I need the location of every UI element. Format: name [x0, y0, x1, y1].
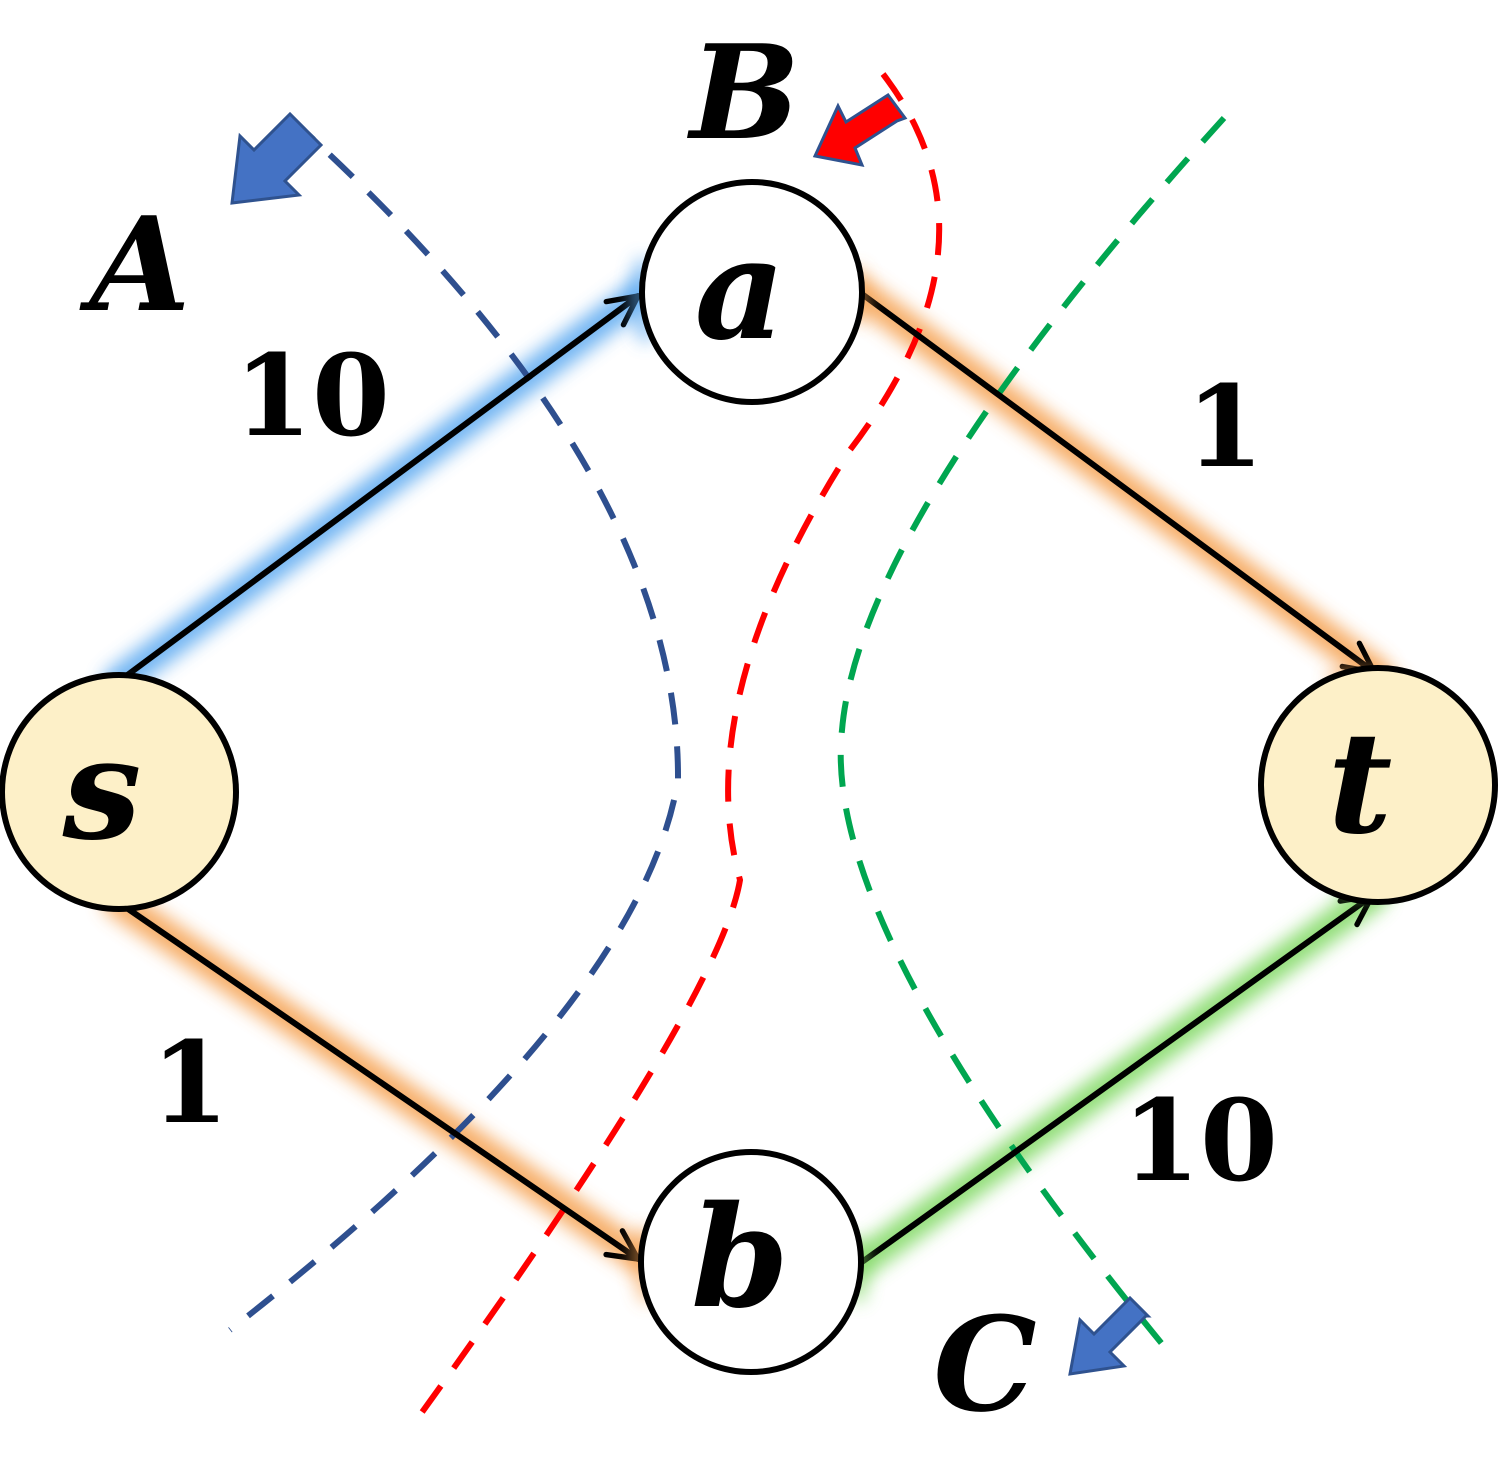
node-s	[0, 672, 239, 912]
nodes	[0, 179, 1498, 1375]
edge-a-t	[859, 291, 1377, 675]
node-t-label: t	[1328, 702, 1393, 866]
edge-b-t	[859, 893, 1375, 1265]
cut-b-line	[417, 72, 943, 1417]
cut-arrows	[230, 92, 1152, 1376]
cut-c-arrow-icon	[1068, 1295, 1152, 1376]
edge-a-t-weight: 1	[1186, 362, 1264, 493]
node-a-label: a	[695, 208, 786, 372]
cut-lines	[228, 72, 1227, 1417]
node-a	[639, 179, 865, 405]
edges	[115, 291, 1377, 1265]
cut-a-line	[228, 115, 682, 1333]
cut-c-line	[837, 115, 1227, 1358]
cut-b-label: B	[686, 16, 800, 169]
node-b-label: b	[691, 1176, 789, 1340]
cut-a-arrow-icon	[230, 111, 324, 205]
cut-a-label: A	[79, 188, 191, 341]
cut-c-label: C	[933, 1288, 1036, 1441]
node-t	[1258, 665, 1498, 905]
edge-s-a-weight: 10	[234, 331, 390, 462]
node-labels: s a b t	[62, 208, 1393, 1340]
cut-labels: A B C	[79, 16, 1037, 1441]
edge-weights: 10 1 1 10	[151, 331, 1278, 1207]
edge-s-b-weight: 1	[151, 1018, 229, 1149]
edge-s-a	[115, 293, 641, 685]
cut-b-arrow-icon	[812, 92, 908, 167]
node-s-label: s	[62, 708, 142, 872]
edge-s-b	[115, 899, 641, 1262]
edge-b-t-weight: 10	[1122, 1076, 1278, 1207]
node-b	[638, 1149, 864, 1375]
